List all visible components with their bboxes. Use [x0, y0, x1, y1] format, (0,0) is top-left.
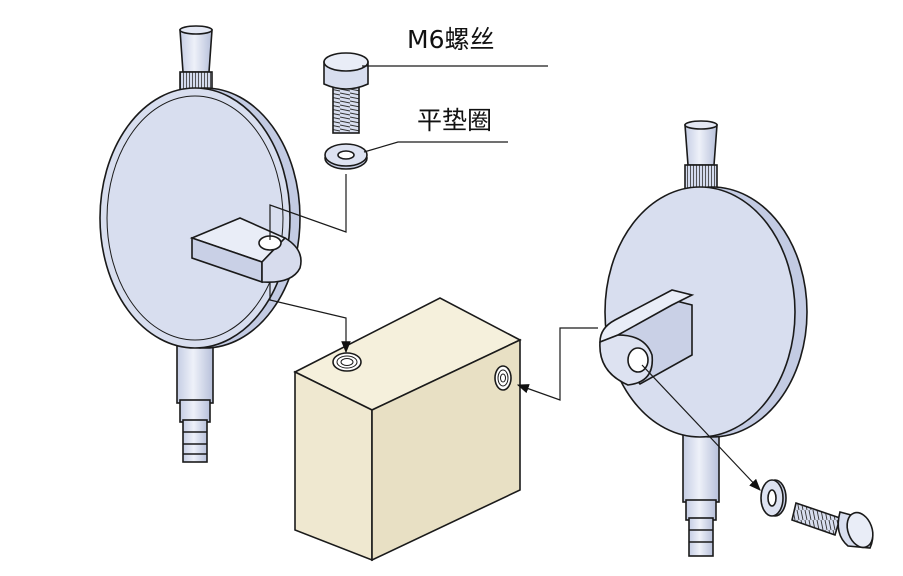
path-right-screw	[641, 364, 761, 491]
mounting-block	[293, 297, 522, 562]
path-lug-to-block	[269, 282, 351, 354]
path-top-screw-to-lug	[269, 174, 347, 240]
gauge-right-cap	[684, 120, 718, 198]
screw-label: M6螺丝	[407, 25, 495, 54]
dial-gauge-left	[99, 25, 302, 463]
gauge-left-stem	[176, 334, 214, 463]
m6-screw-top	[323, 52, 369, 134]
gauge-right-lug	[599, 289, 695, 386]
block-side-face	[371, 338, 521, 562]
block-top-hole	[332, 352, 362, 372]
assembly-lines	[269, 65, 761, 491]
block-side-hole	[494, 365, 512, 391]
washer-top	[324, 143, 368, 170]
gauge-left-face	[99, 87, 291, 349]
gauge-left-lug	[189, 217, 302, 284]
m6-screw-right	[791, 501, 874, 549]
path-gauge-to-block	[516, 327, 598, 401]
leader-washer-label	[363, 141, 508, 153]
washer-label: 平垫圈	[417, 106, 493, 135]
washer-right	[760, 479, 787, 517]
dial-gauge-right	[599, 120, 808, 557]
